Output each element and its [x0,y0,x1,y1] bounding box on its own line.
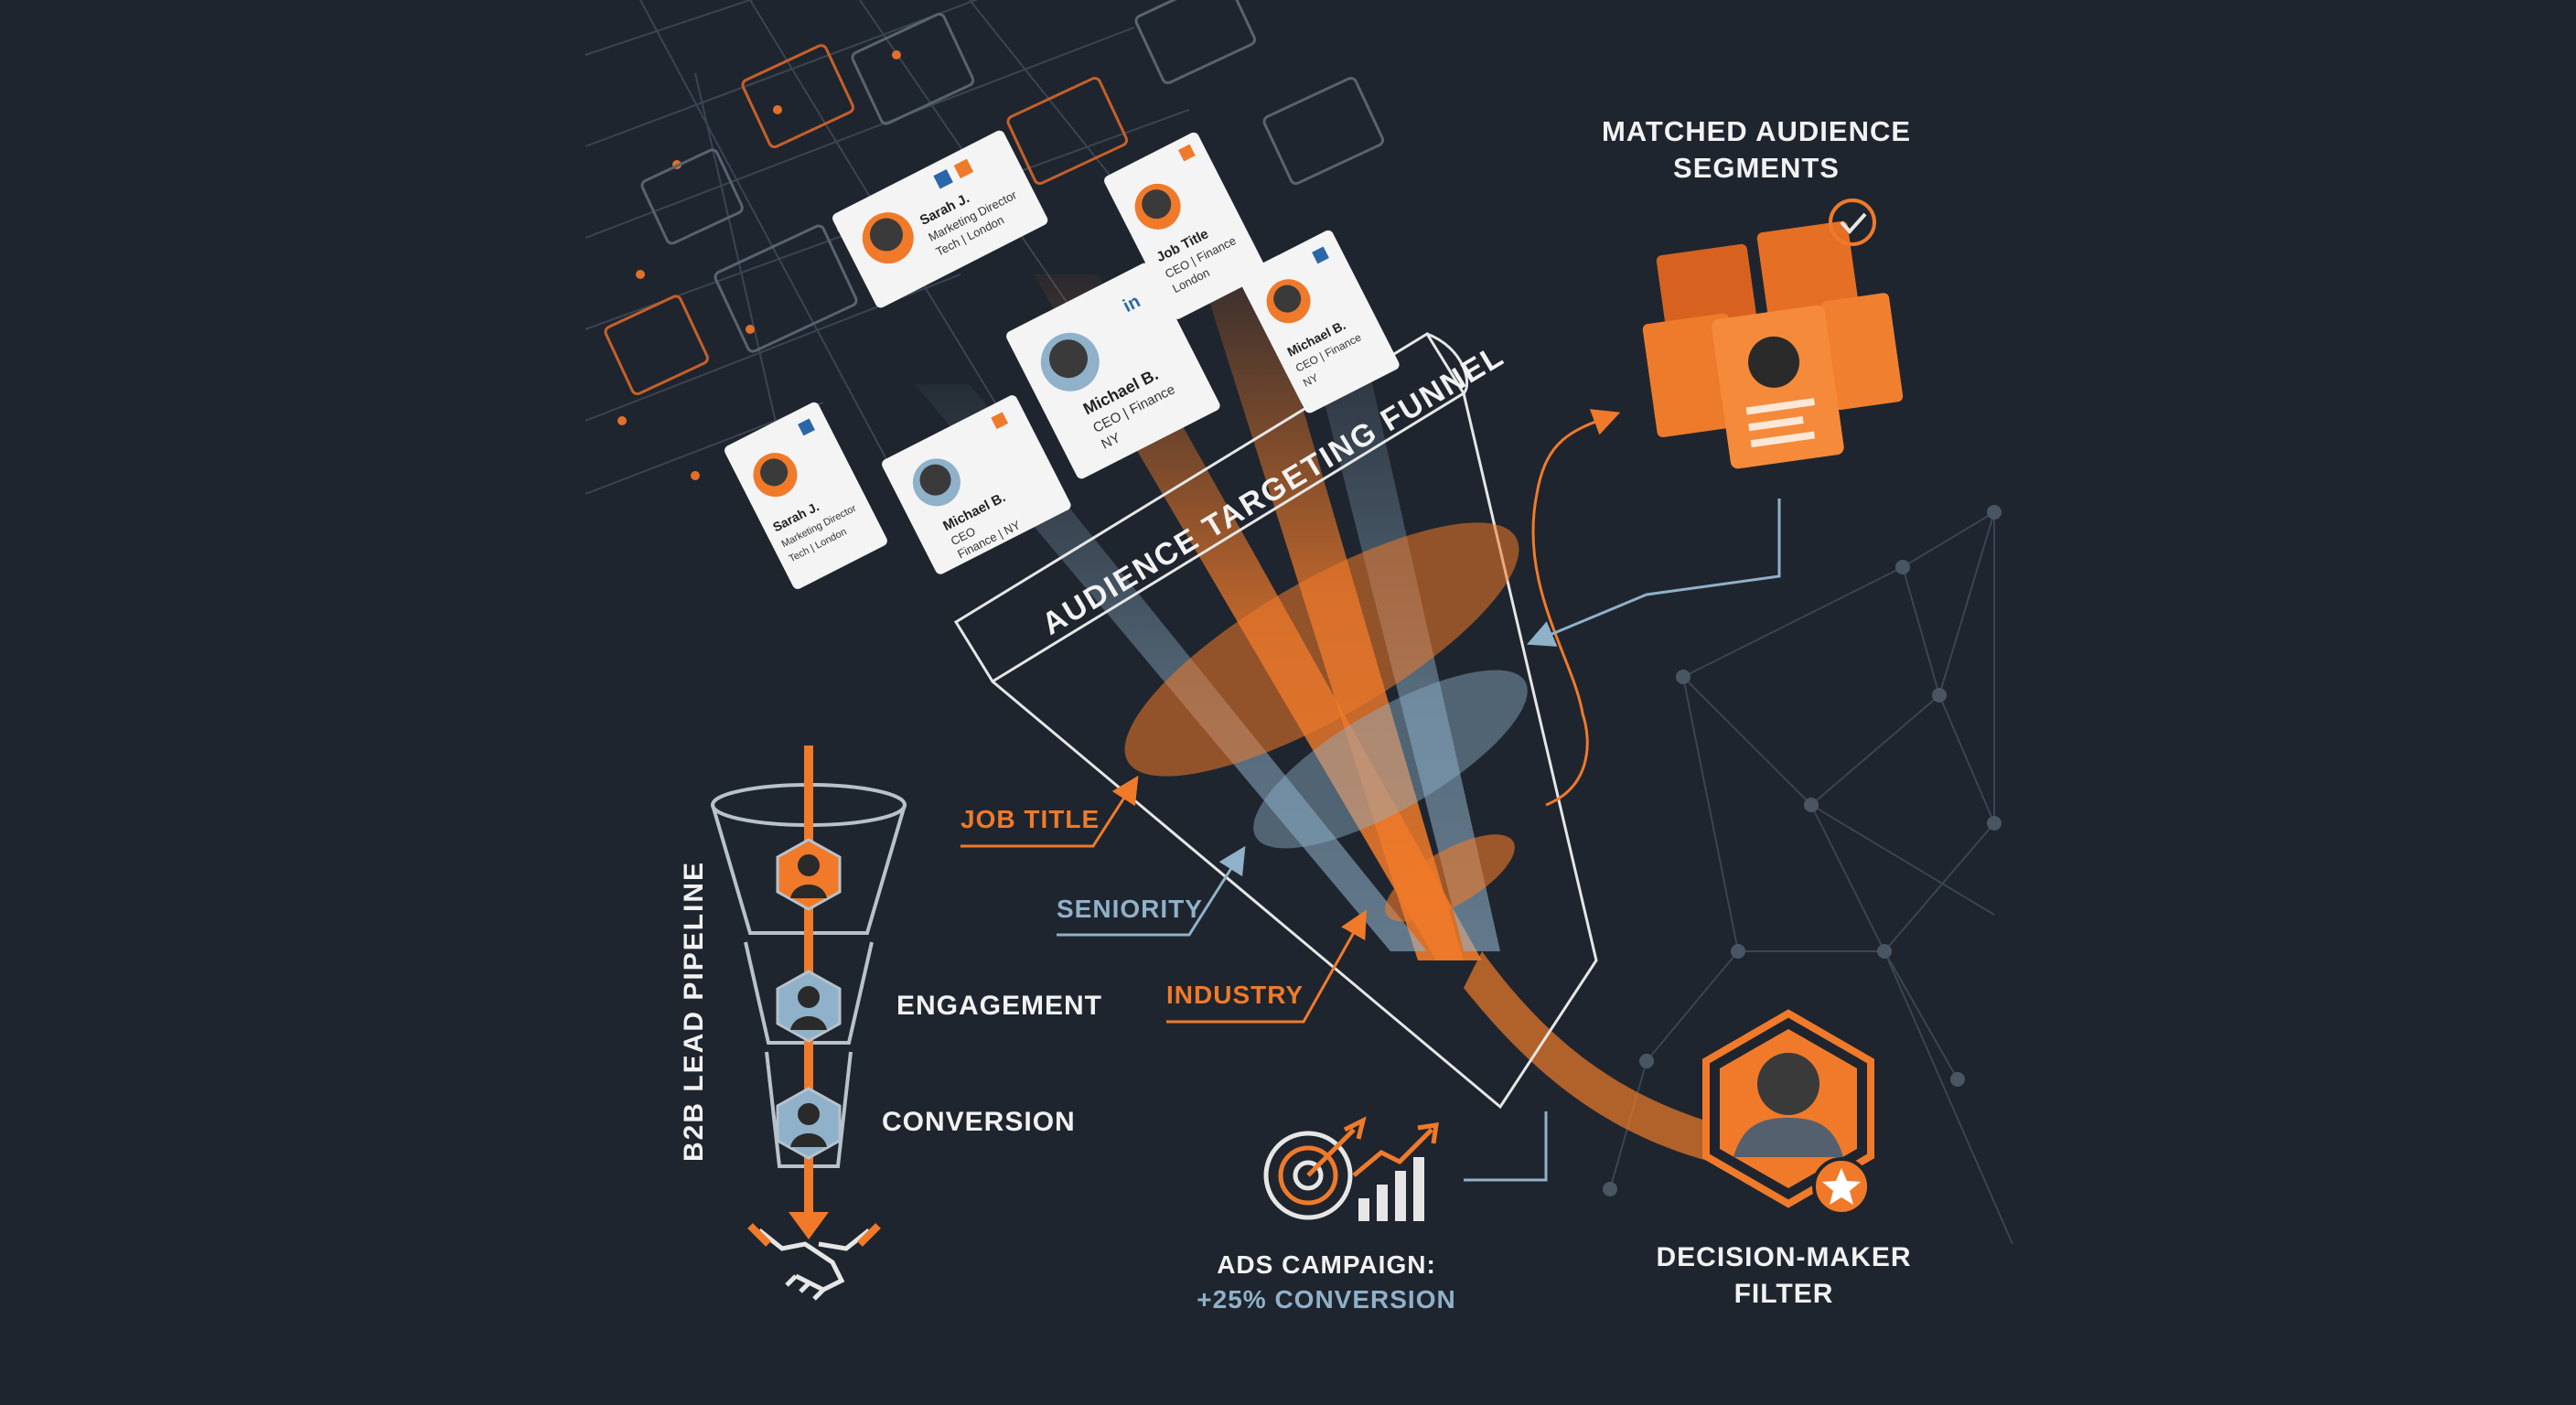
filter-label-industry: INDUSTRY [1166,981,1304,1009]
ads-campaign-title: ADS CAMPAIGN: [1217,1250,1436,1279]
star-badge-icon [1812,1157,1871,1216]
profile-card: Sarah J. Marketing Director Tech | Londo… [724,402,887,589]
decision-maker-line2: FILTER [1733,1279,1834,1309]
pipeline-stage-conversion: CONVERSION [882,1107,1076,1137]
segment-flow-arrows [1526,409,1781,807]
background-profile-tiles-orange [604,44,1129,396]
ads-campaign-stat: +25% CONVERSION [1197,1285,1456,1314]
filter-arrows [961,775,1367,1024]
pipeline-stage-engagement: ENGAGEMENT [896,991,1103,1021]
profile-card: Michael B. CEO | Finance NY [1239,230,1400,413]
decision-maker-label: DECISION-MAKER FILTER [1610,1239,1958,1313]
profile-card: Sarah J. Marketing Director Tech | Londo… [832,130,1048,308]
card-location: NY [1301,371,1320,390]
network-mesh-nodes [1603,505,2002,1196]
profile-card: in Michael B. CEO | Finance NY [1006,263,1220,479]
pipeline-arrowhead [789,1212,829,1239]
pipeline-converted-icon [776,1087,842,1160]
ads-connector [1464,1111,1548,1182]
pipeline-person-icon [776,838,842,911]
decision-maker-badge [1702,1009,1874,1208]
filter-discs [1124,522,1528,922]
profile-card: Michael B. CEO Finance | NY [882,395,1071,574]
matched-segment-cards [1642,220,1904,469]
profile-card: Job Title CEO | Finance London [1104,132,1267,319]
handshake-icon [747,1223,881,1301]
decision-maker-line1: DECISION-MAKER [1656,1242,1912,1272]
check-circle-icon [1829,198,1876,246]
target-icon [1263,1116,1367,1220]
pipeline-title: B2B LEAD PIPELINE [679,861,709,1162]
targeting-funnel [953,331,1598,1110]
filter-label-seniority: SENIORITY [1057,895,1203,923]
background-profile-tiles [640,0,1385,353]
matched-segments-title-line2: SEGMENTS [1673,152,1840,184]
growth-chart-icon [1352,1122,1439,1221]
matched-segments-title-line1: MATCHED AUDIENCE [1601,115,1912,147]
pipeline-engaged-icon [776,970,842,1043]
matched-segments-title: MATCHED AUDIENCE SEGMENTS [1555,113,1958,187]
ads-campaign-label: ADS CAMPAIGN: +25% CONVERSION [1189,1248,1464,1317]
filter-label-job-title: JOB TITLE [961,805,1100,833]
